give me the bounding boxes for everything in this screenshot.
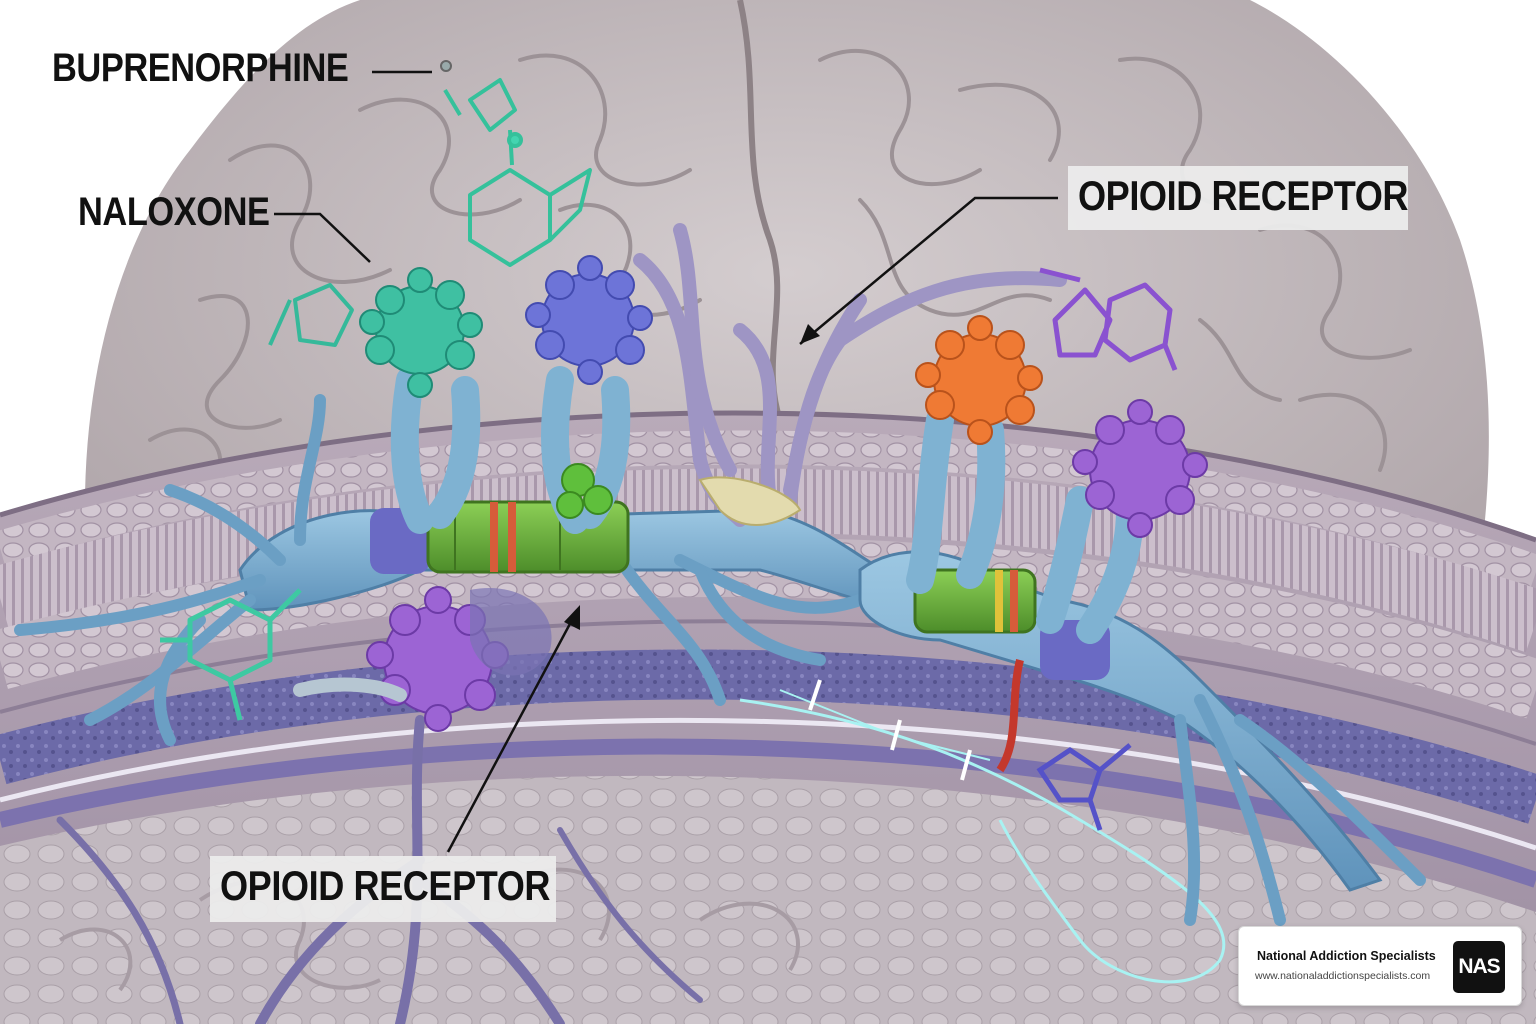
- teal-receptor-cluster: [359, 267, 483, 398]
- neuron-right: [858, 550, 1426, 926]
- axon-fibers: [633, 223, 1067, 527]
- buprenorphine-molecule: [440, 60, 592, 267]
- blue-receptor-cluster: [525, 255, 653, 385]
- signal-pathway: [739, 679, 1226, 984]
- naloxone-label: NALOXONE: [78, 190, 270, 234]
- opioid-receptor-label-top-text: OPIOID RECEPTOR: [1078, 172, 1409, 219]
- opioid-receptor-label-bottom: OPIOID RECEPTOR: [210, 856, 556, 922]
- brand-badge[interactable]: National Addiction Specialists www.natio…: [1238, 926, 1522, 1006]
- naloxone-molecule: [268, 283, 354, 347]
- brand-url[interactable]: www.nationaladdictionspecialists.com: [1255, 970, 1431, 982]
- arrowhead-top: [800, 324, 820, 344]
- opioid-receptor-label-top: OPIOID RECEPTOR: [1068, 166, 1408, 230]
- brand-name: National Addiction Specialists: [1257, 949, 1436, 963]
- buprenorphine-label: BUPRENORPHINE: [52, 46, 349, 90]
- orange-receptor-cluster: [915, 315, 1043, 445]
- vesicle: [470, 588, 552, 676]
- gap-fiber: [293, 677, 407, 702]
- brand-logo: NAS: [1453, 941, 1505, 993]
- purple-receptor-cluster-right: [1072, 399, 1208, 538]
- left-dendrite-molecule: [160, 588, 302, 721]
- leader-lines: [274, 70, 1058, 853]
- opioid-receptor-label-bottom-text: OPIOID RECEPTOR: [220, 862, 551, 909]
- arrowhead-bottom: [564, 605, 580, 630]
- green-ligand-cluster: [556, 463, 613, 519]
- purple-molecule: [1039, 267, 1178, 371]
- dark-blue-molecule: [1036, 743, 1132, 831]
